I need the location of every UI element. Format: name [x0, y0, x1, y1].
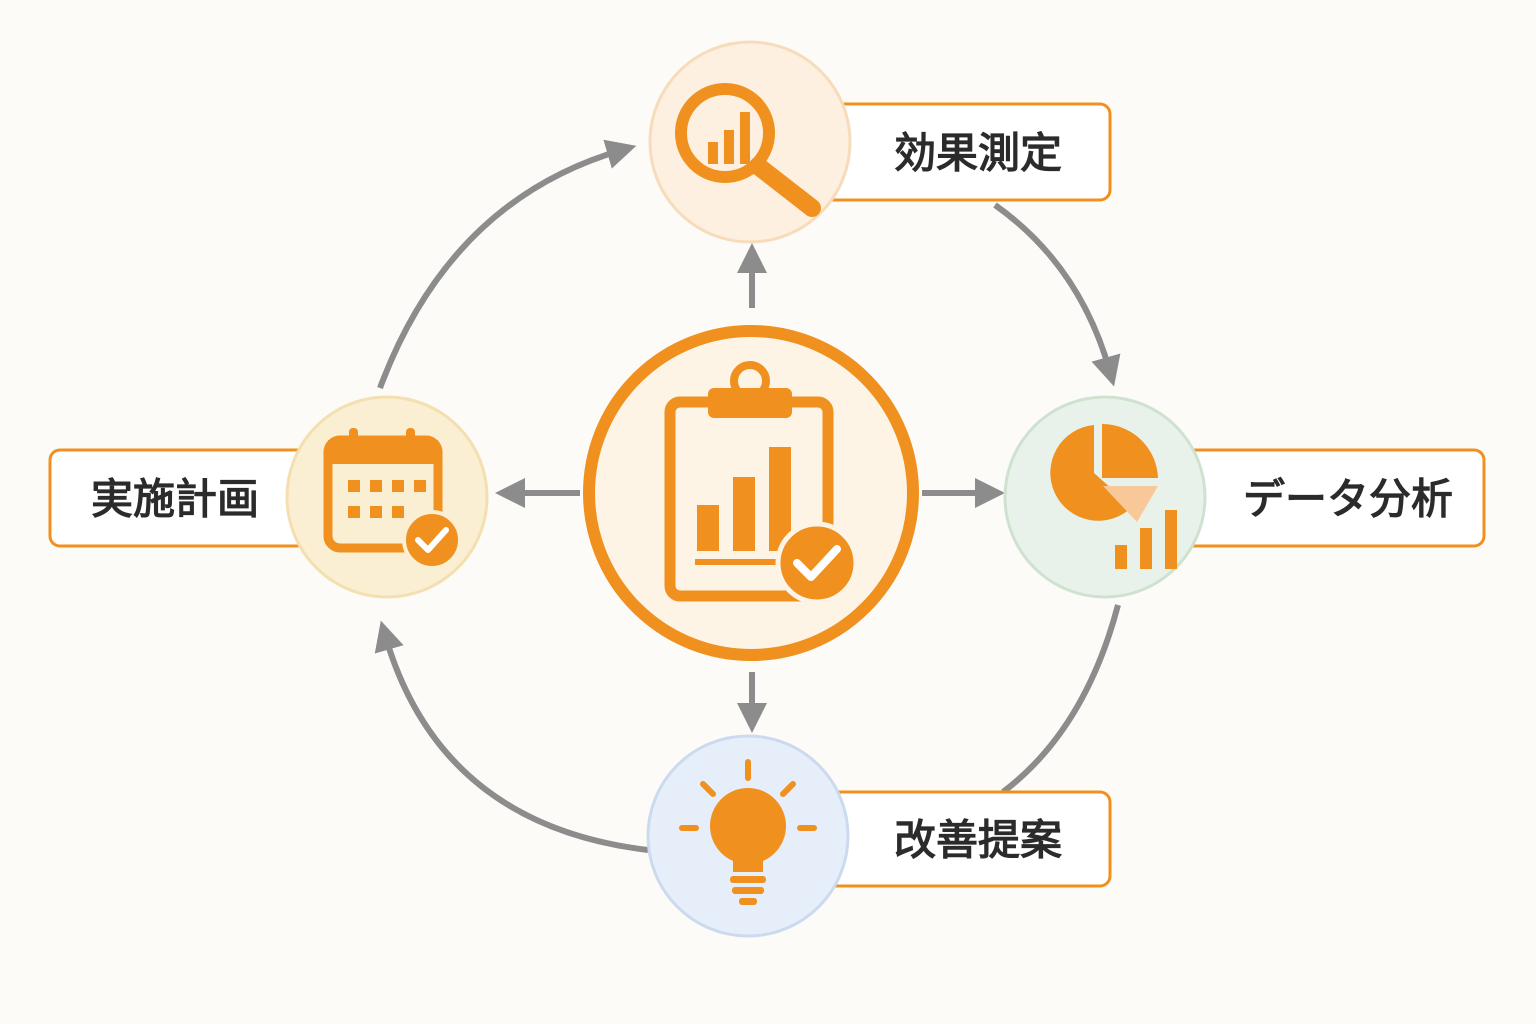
step-analyze	[1003, 395, 1207, 599]
arrow-plan-to-measure	[377, 139, 637, 390]
cycle-arrows	[374, 139, 1121, 853]
step-label-analyze: データ分析	[1243, 475, 1453, 524]
arrow-propose-to-plan	[374, 620, 649, 853]
step-measure	[648, 40, 852, 244]
step-label-measure: 効果測定	[894, 129, 1062, 178]
label-box-plan: 実施計画	[48, 448, 352, 548]
lightbulb-icon	[679, 759, 817, 905]
step-plan	[285, 395, 489, 599]
pie-chart-icon	[1050, 423, 1177, 569]
step-plan-circle	[285, 395, 489, 599]
clipboard-chart-check-icon	[664, 361, 859, 605]
calendar-check-icon	[323, 428, 462, 570]
label-box-measure: 効果測定	[788, 102, 1112, 202]
center-spokes	[495, 243, 1005, 733]
arrow-measure-to-analyze	[993, 202, 1121, 387]
label-box-analyze: データ分析	[1148, 448, 1486, 548]
step-propose	[646, 734, 850, 938]
step-label-plan: 実施計画	[91, 475, 259, 524]
magnifier-chart-icon	[675, 83, 821, 217]
center-node	[583, 325, 919, 661]
step-label-propose: 改善提案	[894, 816, 1063, 865]
arrow-analyze-to-propose	[1001, 604, 1121, 795]
